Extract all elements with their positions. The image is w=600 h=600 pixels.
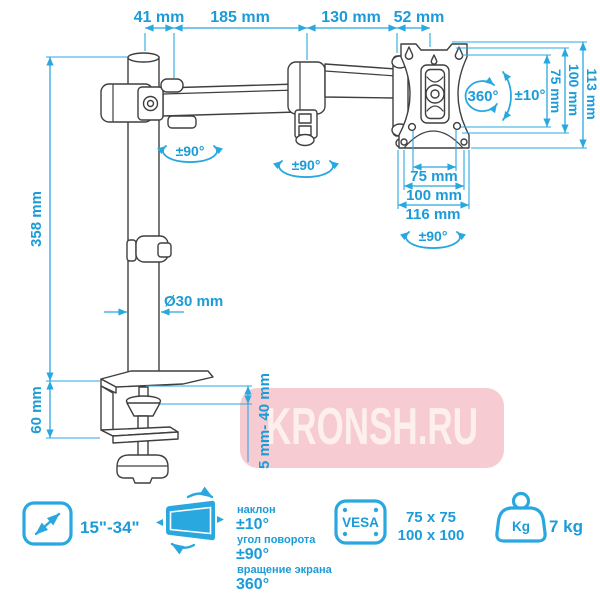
tilt-value: ±10° bbox=[236, 516, 269, 533]
swivel-value: ±90° bbox=[236, 546, 269, 563]
weight-value: 7 kg bbox=[549, 517, 583, 536]
rotation-label: вращение экрана bbox=[237, 564, 333, 576]
cable-clip bbox=[126, 235, 172, 263]
dim-116mm: 116 mm bbox=[405, 206, 460, 223]
watermark-text: KRONSH.RU bbox=[266, 398, 478, 456]
dim-41mm: 41 mm bbox=[134, 9, 185, 26]
dim-130mm: 130 mm bbox=[321, 9, 381, 26]
vesa-size-2: 100 x 100 bbox=[398, 527, 465, 544]
angle-swivel-arm2: ±90° bbox=[292, 157, 321, 173]
dim-358mm: 358 mm bbox=[28, 191, 45, 247]
dim-plate-vertical: 75 mm 100 mm 113 mm bbox=[452, 41, 600, 149]
dim-top-chain: 41 mm 185 mm 130 mm 52 mm bbox=[134, 9, 445, 78]
watermark-background bbox=[240, 388, 504, 468]
weight-icon: Kg bbox=[495, 491, 547, 543]
swivel-label: угол поворота bbox=[237, 534, 316, 546]
dim-100mm-horizontal: 100 mm bbox=[406, 187, 462, 204]
dim-113mm: 113 mm bbox=[584, 68, 600, 119]
angle-rotation-360: 360° bbox=[467, 88, 498, 105]
weight-badge-label: Kg bbox=[512, 519, 530, 534]
dim-100mm-vertical: 100 mm bbox=[566, 64, 582, 116]
dim-75mm-horizontal: 75 mm bbox=[410, 168, 458, 185]
angle-swivel-arm1: ±90° bbox=[176, 143, 205, 159]
vesa-size-1: 75 x 75 bbox=[406, 509, 456, 526]
dim-185mm: 185 mm bbox=[210, 9, 270, 26]
arm-assembly bbox=[100, 55, 409, 148]
screen-size-icon bbox=[22, 501, 73, 546]
rotation-value: 360° bbox=[236, 576, 269, 593]
dim-75mm-vertical: 75 mm bbox=[548, 69, 564, 113]
dim-desk-thickness: 5 mm- 40 mm bbox=[146, 373, 273, 469]
dim-30mm: Ø30 mm bbox=[164, 293, 223, 310]
dim-pole-diameter: Ø30 mm bbox=[104, 293, 223, 316]
vesa-plate bbox=[398, 43, 470, 149]
monitor-rotation-icon bbox=[156, 486, 224, 555]
dim-plate-horizontal: 75 mm 100 mm 116 mm ±90° bbox=[397, 130, 470, 249]
angle-callouts: ±90° ±90° 360° ±10° bbox=[157, 71, 546, 178]
angle-tilt-10: ±10° bbox=[515, 87, 546, 104]
spec-icons-row: 15"-34" наклон ±10° угол поворота ±90° в… bbox=[22, 486, 583, 593]
tilt-label: наклон bbox=[237, 504, 276, 516]
watermark: KRONSH.RU bbox=[240, 388, 504, 468]
dim-60mm: 60 mm bbox=[28, 386, 45, 434]
vesa-icon: VESA bbox=[334, 499, 387, 545]
dim-5-40mm: 5 mm- 40 mm bbox=[256, 373, 273, 469]
dim-52mm: 52 mm bbox=[394, 9, 445, 26]
mount-drawing bbox=[100, 43, 470, 484]
desk-clamp bbox=[100, 370, 214, 484]
dim-left-chain: 358 mm 60 mm bbox=[28, 56, 127, 439]
movement-specs: наклон ±10° угол поворота ±90° вращение … bbox=[236, 504, 333, 593]
angle-swivel-plate: ±90° bbox=[419, 228, 448, 244]
vesa-badge-label: VESA bbox=[342, 515, 379, 530]
screen-size-value: 15"-34" bbox=[80, 518, 140, 537]
